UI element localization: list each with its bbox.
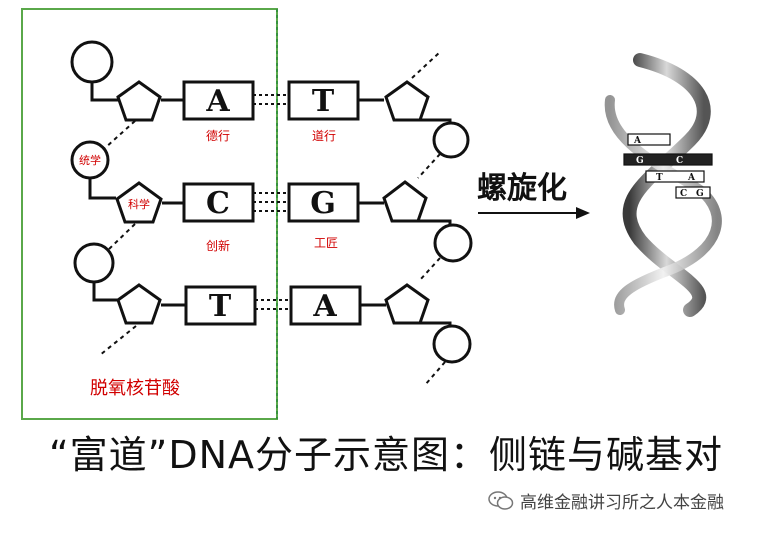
phosphate-left-3: [73, 242, 115, 284]
base-box-a1: [182, 80, 255, 121]
sugar-right-2: [382, 180, 428, 223]
hydrogen-bonds: [253, 94, 291, 310]
helix-rung-1: [627, 133, 671, 146]
label-dao-conduct: 道行: [312, 129, 336, 143]
label-science: 科学: [128, 197, 150, 211]
base-box-g: [287, 182, 360, 223]
base-letter-t2: T: [209, 289, 232, 324]
helix-base-1: A: [633, 136, 642, 146]
left-backbone: [70, 40, 186, 356]
phosphate-right-2: [433, 223, 473, 263]
helix-base-2: G: [636, 156, 644, 166]
helix-base-4: T: [656, 173, 663, 183]
helix-rung-4: [675, 186, 711, 199]
base-letter-a1: A: [205, 84, 230, 119]
base-box-a2: [289, 285, 362, 326]
wechat-icon: [488, 490, 514, 510]
helix-base-5: A: [687, 173, 696, 183]
label-innovation: 创新: [206, 238, 230, 253]
base-box-t2: [184, 285, 257, 326]
helix-strand-1: [622, 53, 711, 317]
sugar-right-1: [384, 80, 430, 122]
spiralize-label: 螺旋化: [477, 171, 567, 206]
sugar-left-3: [116, 283, 162, 325]
diagram-caption: “富道”DNA分子示意图：侧链与碱基对: [48, 433, 724, 477]
label-nucleotide: 脱氧核苷酸: [90, 378, 180, 399]
base-letter-c: C: [206, 186, 230, 221]
phosphate-right-3: [432, 324, 472, 364]
helix-base-3: C: [676, 156, 683, 166]
base-letter-g: G: [310, 186, 336, 221]
double-helix: A G C T A C G: [604, 53, 722, 317]
label-virtue-conduct: 德行: [206, 128, 230, 143]
spiralize-arrowhead: [576, 207, 590, 219]
base-letter-t1: T: [312, 84, 335, 119]
sugar-left-2: [115, 181, 163, 224]
phosphate-right-1: [432, 121, 470, 159]
helix-base-6: C: [680, 189, 687, 199]
right-backbone: [358, 51, 473, 386]
label-coordination: 统学: [79, 153, 101, 167]
watermark-text: 高维金融讲习所之人本金融: [520, 493, 724, 513]
base-letter-a2: A: [312, 289, 337, 324]
helix-rung-2: [623, 153, 713, 166]
sugar-right-3: [384, 283, 430, 325]
label-craftsman: 工匠: [314, 236, 338, 250]
sugar-left-1: [116, 80, 162, 122]
phosphate-left-1: [70, 40, 114, 84]
helix-base-7: G: [696, 189, 704, 199]
watermark: 高维金融讲习所之人本金融: [488, 488, 724, 513]
helix-rung-3: [645, 170, 705, 183]
